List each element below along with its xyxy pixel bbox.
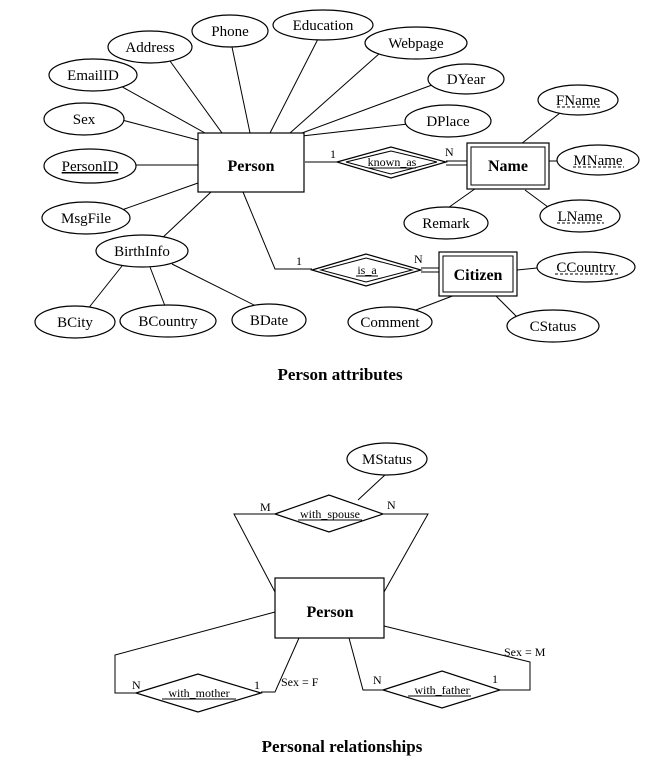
citizen-attributes: CCountry Comment CStatus [347,251,636,343]
attr-mname-partial-key: MName [556,144,640,176]
attr-dyear: DYear [427,63,505,95]
svg-text:Remark: Remark [422,216,470,232]
relationship-with-mother: with_mother [133,673,264,713]
attr-remark: Remark [403,206,489,240]
weak-entity-name: Name [466,142,550,190]
svg-text:BirthInfo: BirthInfo [114,244,170,260]
label-sex-m: Sex = M [504,645,546,659]
relationship-with-spouse: with_spouse [273,494,385,533]
attr-personid-key: PersonID [43,148,137,184]
svg-text:with_mother: with_mother [168,686,229,700]
svg-text:FName: FName [556,93,601,109]
svg-text:EmailID: EmailID [67,68,119,84]
relationship-is-a: is_a [309,253,424,287]
svg-text:Person: Person [227,158,274,175]
svg-text:Name: Name [488,158,528,175]
relationship-known-as: known_as [334,146,449,179]
known-as-card-left: 1 [330,147,336,161]
svg-text:CStatus: CStatus [530,319,577,335]
svg-text:PersonID: PersonID [62,159,119,175]
svg-text:MName: MName [573,153,622,169]
known-as-card-right: N [445,145,454,159]
svg-text:Webpage: Webpage [388,36,444,52]
person-attributes: Phone Education Address Webpage EmailID … [34,9,505,339]
attr-bdate: BDate [231,303,307,337]
attr-dplace: DPlace [404,104,492,138]
name-attributes: FName MName LName Remark [403,84,640,240]
svg-text:BCountry: BCountry [138,314,198,330]
attr-birthinfo: BirthInfo [95,234,189,268]
svg-text:BCity: BCity [57,315,93,331]
mother-card-left: N [132,678,141,692]
svg-text:with_father: with_father [414,683,469,697]
svg-text:Sex: Sex [73,112,96,128]
svg-text:DPlace: DPlace [426,114,470,130]
attr-bcountry: BCountry [119,304,217,338]
father-card-left: N [373,673,382,687]
svg-text:LName: LName [558,209,603,225]
is-a-card-right: N [414,252,423,266]
mother-card-right: 1 [254,678,260,692]
svg-text:with_spouse: with_spouse [300,507,360,521]
father-card-right: 1 [492,672,498,686]
attr-bcity: BCity [34,305,116,339]
svg-text:Citizen: Citizen [454,267,503,284]
attr-webpage: Webpage [364,26,468,60]
entity-person-top: Person [197,132,305,193]
entity-person-bottom: Person [274,577,385,639]
person-attribute-lines [86,38,433,311]
attr-fname-partial-key: FName [537,84,619,116]
attr-lname-partial-key: LName [539,199,621,233]
attr-phone: Phone [191,14,269,48]
attr-sex: Sex [43,102,125,136]
svg-text:Phone: Phone [211,24,249,40]
svg-text:known_as: known_as [368,155,417,169]
svg-text:CCountry: CCountry [556,260,616,276]
svg-text:Person: Person [306,604,353,621]
relationship-with-father: with_father [380,670,502,709]
relationship-lines-bottom [114,473,531,694]
attr-mstatus: MStatus [346,442,428,476]
attr-address: Address [107,30,193,64]
attr-emailid: EmailID [48,58,138,92]
attr-comment: Comment [347,306,433,338]
is-a-card-left: 1 [296,254,302,268]
name-citizen-lines [242,108,566,319]
svg-text:is_a: is_a [357,263,377,277]
spouse-card-left: M [260,500,271,514]
svg-text:Address: Address [125,40,174,56]
svg-text:BDate: BDate [250,313,289,329]
caption-personal-relationships: Personal relationships [262,737,423,756]
svg-text:Education: Education [293,18,354,34]
svg-text:MsgFile: MsgFile [61,211,111,227]
attr-education: Education [272,9,374,41]
svg-text:DYear: DYear [447,72,485,88]
svg-text:MStatus: MStatus [362,452,412,468]
spouse-card-right: N [387,498,396,512]
label-sex-f: Sex = F [281,675,319,689]
caption-person-attributes: Person attributes [277,365,403,384]
attr-ccountry-partial-key: CCountry [536,251,636,283]
svg-text:Comment: Comment [360,315,420,331]
attr-msgfile: MsgFile [41,201,131,235]
attr-cstatus: CStatus [506,309,600,343]
weak-entity-citizen: Citizen [438,251,518,297]
